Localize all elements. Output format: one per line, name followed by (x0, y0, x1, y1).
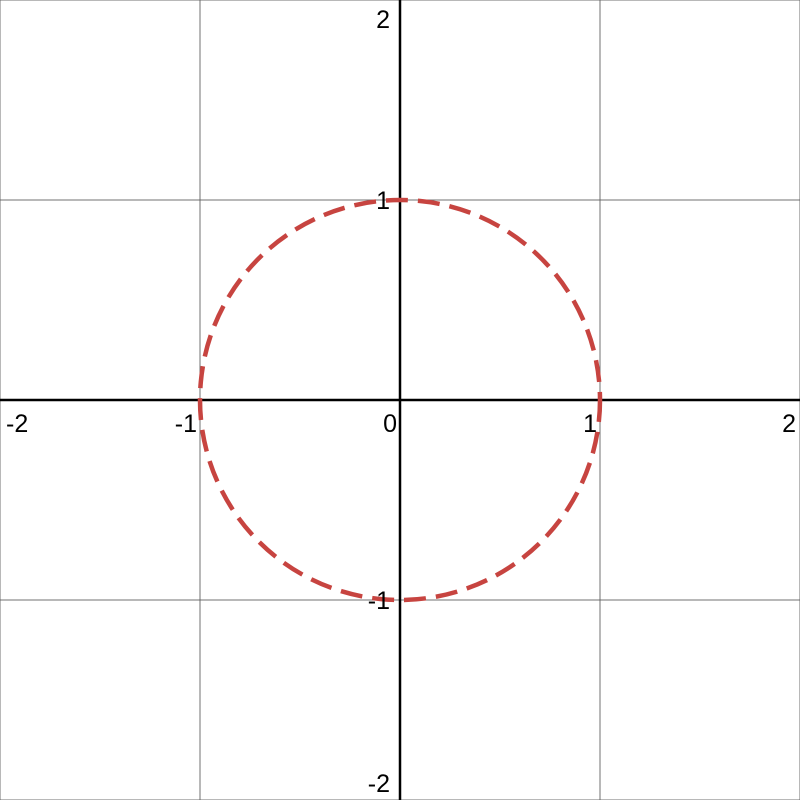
x-tick-label-0: 0 (383, 410, 397, 438)
y-tick-label--1: -1 (368, 587, 390, 615)
series-layer (197, 197, 603, 603)
circle-curve (197, 197, 603, 603)
x-tick-label--2: -2 (6, 410, 28, 438)
tick-labels: -2 -1 0 1 2 2 1 -1 -2 (6, 6, 796, 798)
x-tick-label-2: 2 (782, 410, 796, 438)
y-tick-label--2: -2 (368, 770, 390, 798)
x-tick-label-1: 1 (583, 410, 597, 438)
y-tick-label-1: 1 (376, 187, 390, 215)
x-tick-label--1: -1 (175, 410, 197, 438)
y-tick-label-2: 2 (376, 6, 390, 34)
